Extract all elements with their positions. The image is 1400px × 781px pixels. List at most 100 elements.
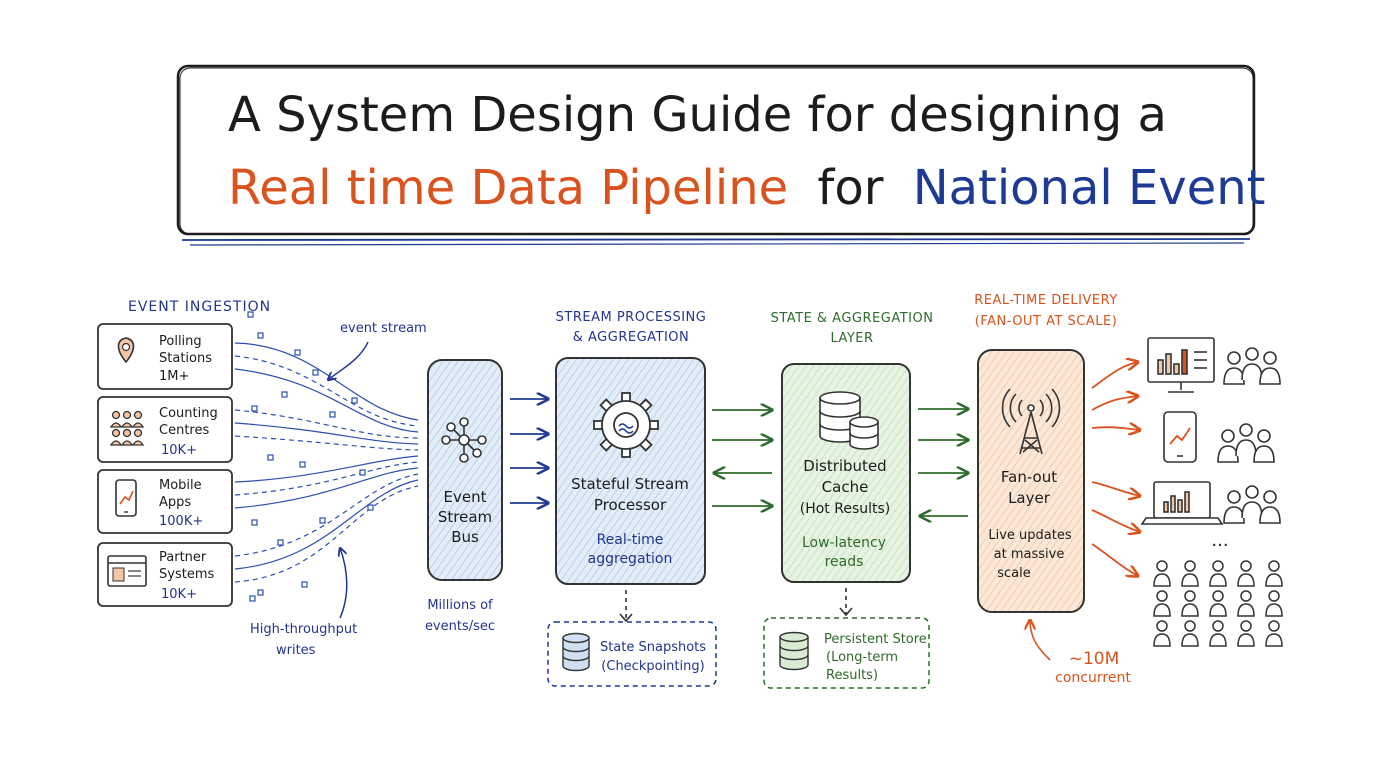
source-line: Centres bbox=[159, 423, 209, 438]
fanout-label-line: Fan-out bbox=[1001, 468, 1057, 486]
cache-label-line: Distributed bbox=[803, 457, 886, 475]
person-head bbox=[1240, 590, 1252, 602]
persistent-store: Persistent Store (Long-term Results) bbox=[763, 617, 930, 689]
network-hub-icon bbox=[441, 417, 487, 463]
users-group-icon bbox=[1223, 485, 1281, 524]
processing-heading-line1: STREAM PROCESSING bbox=[556, 310, 707, 325]
processor-label-line: Processor bbox=[594, 496, 667, 514]
fan-out-layer: Fan-out Layer Live updates at massive sc… bbox=[977, 349, 1085, 613]
writes-label-line2: writes bbox=[276, 643, 316, 658]
source-line: Mobile bbox=[159, 478, 202, 493]
delivery-heading-line1: REAL-TIME DELIVERY bbox=[974, 293, 1118, 308]
person-body bbox=[1209, 603, 1227, 617]
bus-label-line: Event bbox=[444, 488, 487, 506]
bus-label-line: Bus bbox=[451, 528, 479, 546]
person-body bbox=[1237, 633, 1255, 647]
cache-sub-line: Low-latency bbox=[802, 535, 886, 551]
title-line-2: Real time Data Pipeline for National Eve… bbox=[228, 160, 1265, 216]
person-head bbox=[1212, 560, 1224, 572]
location-pin-icon bbox=[117, 337, 135, 364]
database-icon bbox=[779, 631, 809, 671]
state-heading-line1: STATE & AGGREGATION bbox=[771, 311, 934, 326]
bus-caption-line1: Millions of bbox=[427, 598, 493, 613]
users-group-icon bbox=[1217, 423, 1275, 463]
fanout-label-line: Layer bbox=[1008, 489, 1051, 507]
crowd-users-icon bbox=[1153, 560, 1283, 647]
person-body bbox=[1209, 573, 1227, 587]
person-body bbox=[1265, 603, 1283, 617]
source-line: Partner bbox=[159, 550, 207, 565]
source-count: 10K+ bbox=[161, 587, 197, 602]
store-label-line: Persistent Store bbox=[824, 632, 927, 647]
state-heading-line2: LAYER bbox=[830, 331, 873, 346]
database-icon bbox=[819, 391, 879, 450]
person-body bbox=[1181, 603, 1199, 617]
source-mobile-apps: Mobile Apps 100K+ bbox=[97, 469, 233, 534]
person-body bbox=[1153, 573, 1171, 587]
source-partner-systems: Partner Systems 10K+ bbox=[97, 542, 233, 607]
event-stream-pointer bbox=[328, 341, 369, 380]
person-body bbox=[1181, 633, 1199, 647]
bus-label-line: Stream bbox=[438, 508, 492, 526]
event-stream-bus: Event Stream Bus bbox=[427, 359, 503, 581]
person-head bbox=[1156, 590, 1168, 602]
concurrent-pointer bbox=[1030, 620, 1051, 661]
processor-sub-line: aggregation bbox=[588, 551, 673, 567]
bus-to-processor-arrows bbox=[510, 399, 548, 503]
title-connector: for bbox=[817, 160, 883, 216]
processing-heading-line2: & AGGREGATION bbox=[573, 330, 690, 345]
fanout-delivery-arrows bbox=[1091, 362, 1140, 576]
source-count: 10K+ bbox=[161, 443, 197, 458]
source-line: Apps bbox=[159, 495, 191, 510]
person-head bbox=[1184, 560, 1196, 572]
ingestion-heading: EVENT INGESTION bbox=[128, 299, 271, 315]
person-body bbox=[1153, 603, 1171, 617]
person-body bbox=[1153, 633, 1171, 647]
cache-sub-line: reads bbox=[825, 554, 864, 570]
person-body bbox=[1237, 573, 1255, 587]
writes-pointer bbox=[340, 548, 348, 619]
state-snapshots: State Snapshots (Checkpointing) bbox=[547, 621, 717, 687]
concurrent-label: concurrent bbox=[1055, 670, 1131, 686]
users-group-icon bbox=[1223, 347, 1281, 385]
stateful-stream-processor: Stateful Stream Processor Real-time aggr… bbox=[555, 357, 706, 585]
person-head bbox=[1268, 620, 1280, 632]
distributed-cache: Distributed Cache (Hot Results) Low-late… bbox=[781, 363, 911, 583]
source-line: Counting bbox=[159, 406, 218, 421]
cache-label-line: (Hot Results) bbox=[800, 501, 891, 517]
person-head bbox=[1184, 590, 1196, 602]
store-link-arrowhead bbox=[839, 607, 853, 617]
smartphone-chart-icon bbox=[1163, 411, 1197, 463]
cache-fanout-arrows bbox=[918, 409, 968, 516]
person-head bbox=[1156, 620, 1168, 632]
people-group-icon bbox=[109, 410, 145, 446]
browser-window-icon bbox=[107, 555, 147, 587]
person-body bbox=[1209, 633, 1227, 647]
laptop-chart-icon bbox=[1140, 481, 1224, 525]
title-highlight-pipeline: Real time Data Pipeline bbox=[228, 160, 788, 216]
person-head bbox=[1240, 620, 1252, 632]
title-highlight-event: National Event bbox=[913, 160, 1266, 216]
writes-label-line1: High-throughput bbox=[250, 622, 357, 637]
snapshot-label-line: State Snapshots bbox=[600, 640, 706, 655]
event-stream-label: event stream bbox=[340, 321, 427, 336]
person-head bbox=[1268, 560, 1280, 572]
processor-cache-arrows bbox=[712, 410, 772, 506]
snapshot-label-line: (Checkpointing) bbox=[601, 659, 704, 674]
source-line: Stations bbox=[159, 351, 212, 366]
mobile-phone-icon bbox=[115, 479, 137, 517]
database-icon bbox=[562, 632, 590, 672]
gear-icon bbox=[593, 392, 659, 458]
source-line: Systems bbox=[159, 567, 214, 582]
store-label-line: Results) bbox=[826, 668, 878, 683]
source-count: 100K+ bbox=[159, 514, 203, 529]
source-polling-stations: Polling Stations 1M+ bbox=[97, 323, 233, 390]
person-head bbox=[1184, 620, 1196, 632]
event-packets bbox=[247, 311, 374, 602]
person-body bbox=[1181, 573, 1199, 587]
person-head bbox=[1212, 620, 1224, 632]
source-counting-centres: Counting Centres 10K+ bbox=[97, 396, 233, 463]
title-box: A System Design Guide for designing a Re… bbox=[176, 64, 1265, 246]
event-stream-flow bbox=[234, 342, 419, 583]
fanout-sub-line: Live updates bbox=[988, 528, 1071, 543]
